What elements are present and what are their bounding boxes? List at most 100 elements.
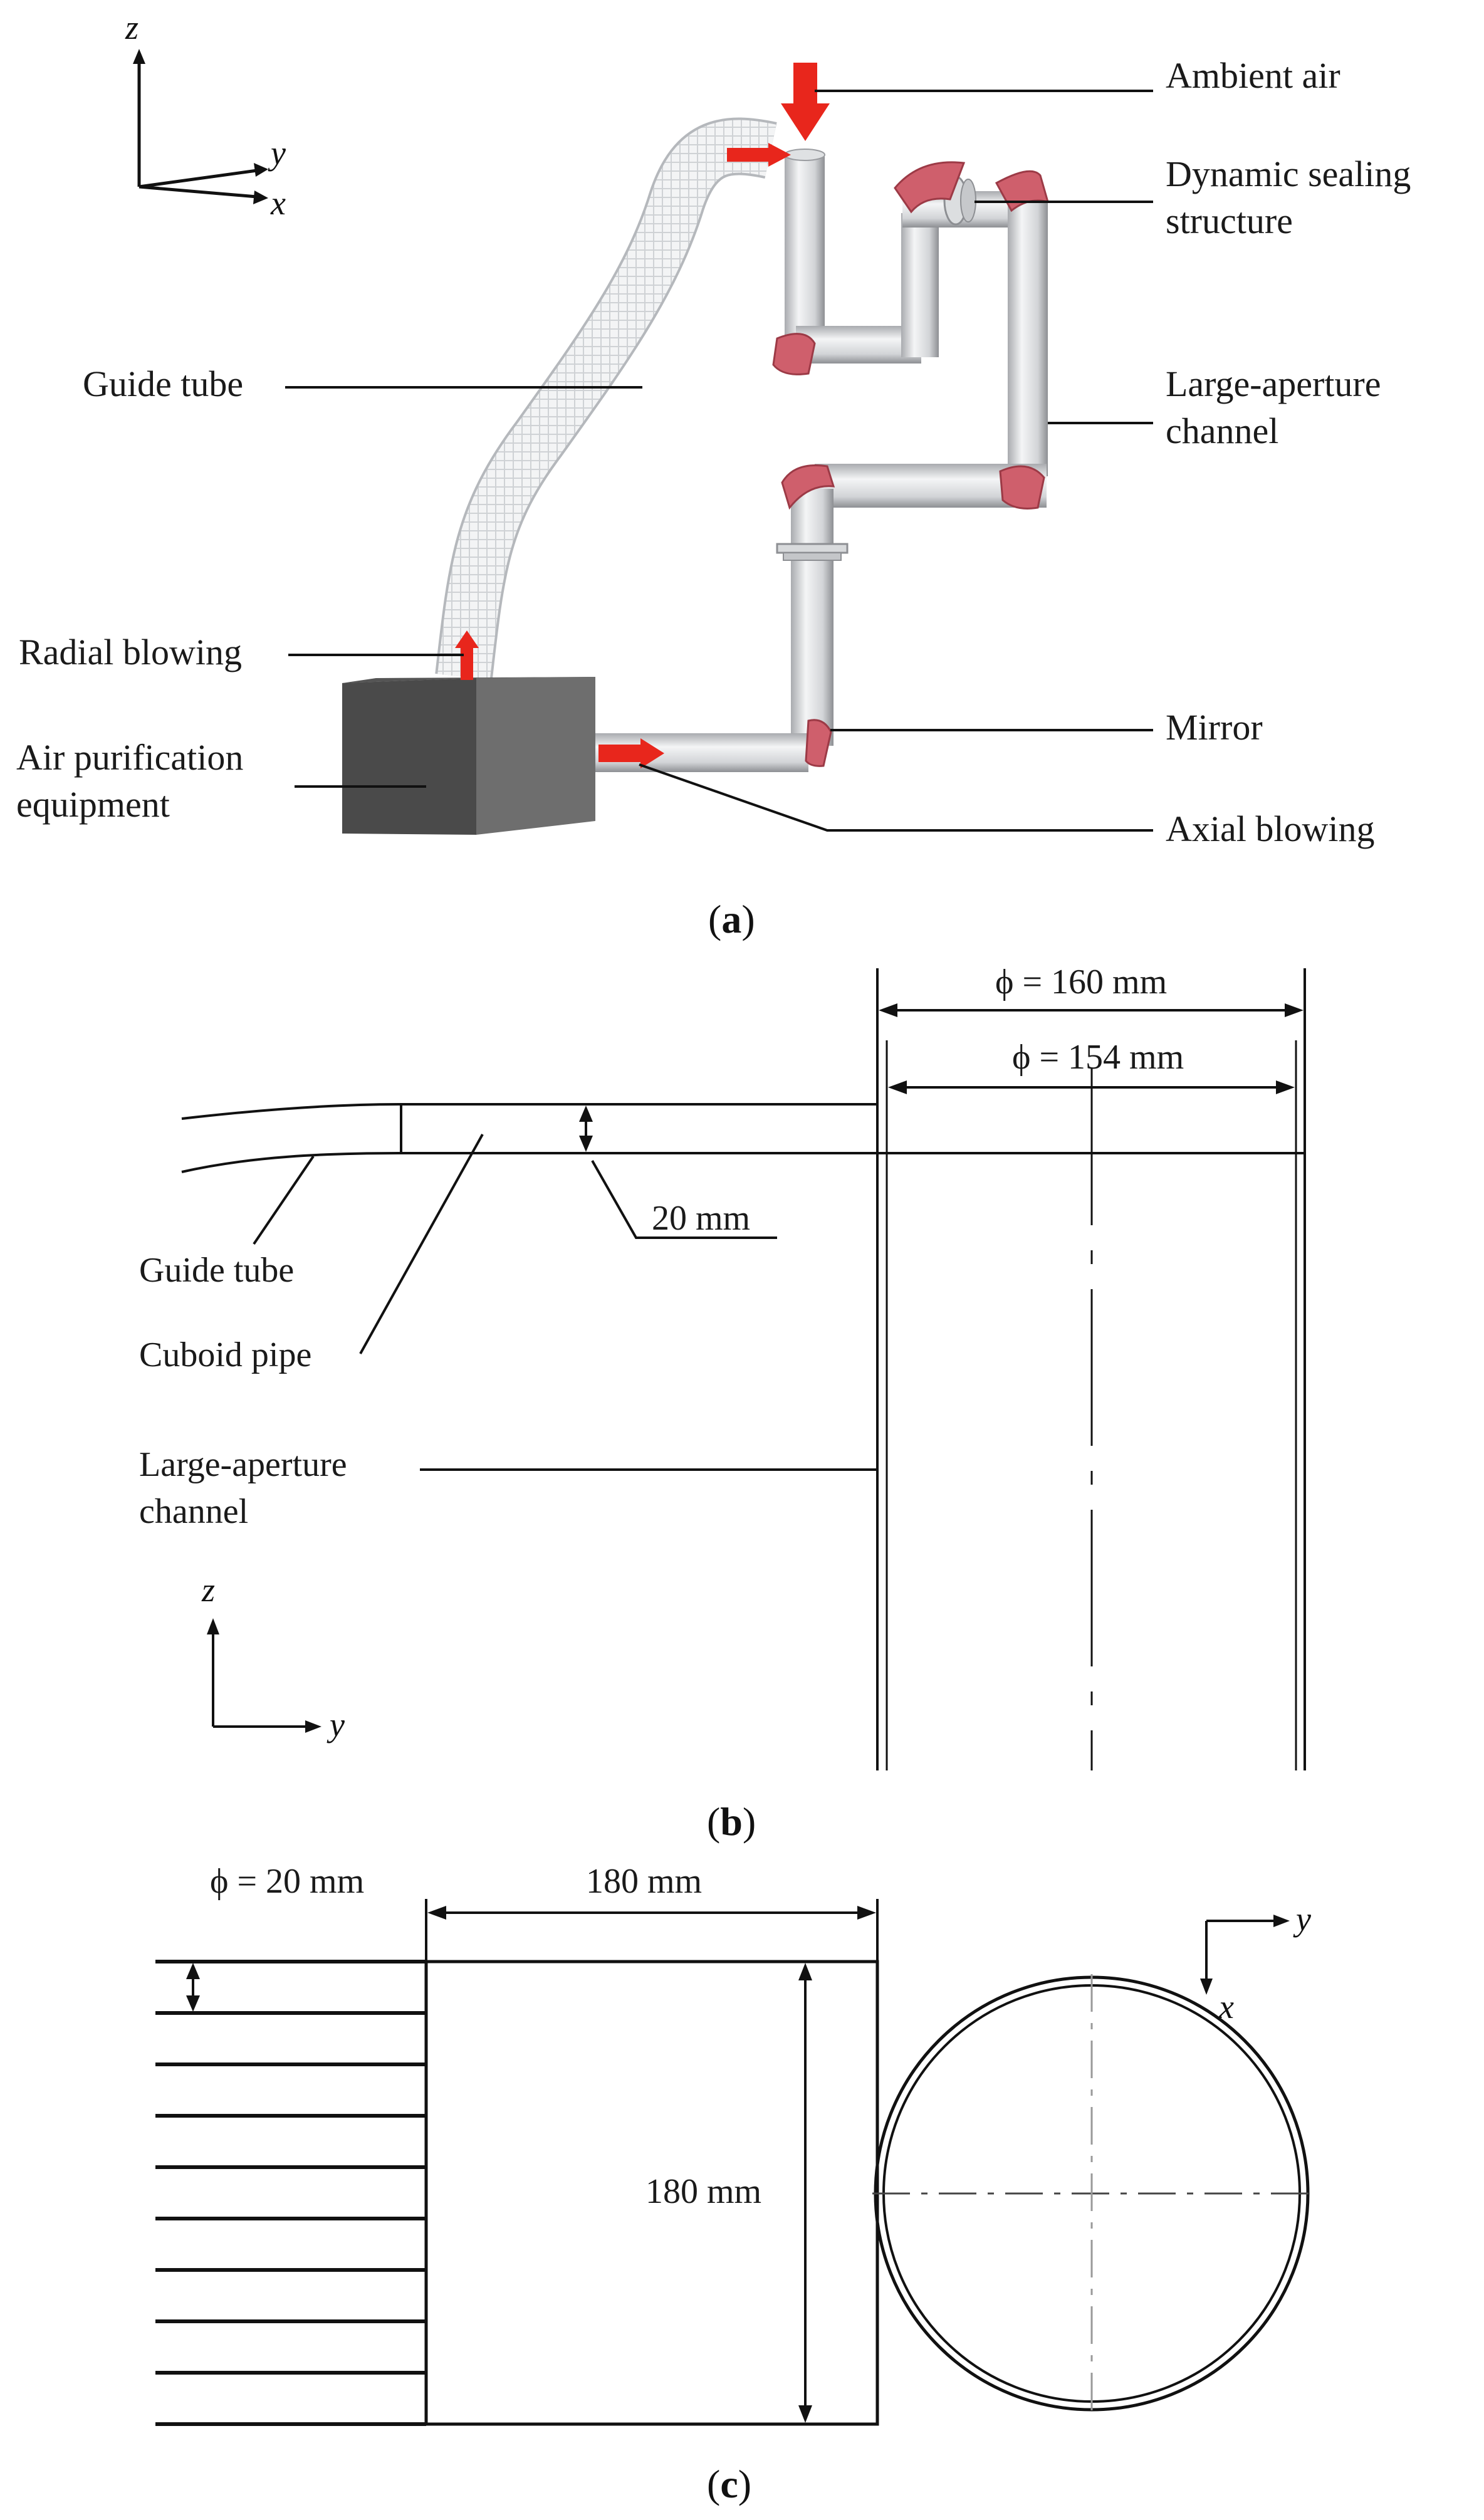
axial-blowing-arrow-shaft (598, 745, 642, 762)
labels-a: Ambient air Dynamic sealing structure Gu… (16, 55, 1411, 849)
dim-width: 180 mm (427, 1862, 876, 1920)
z-axis-arrowhead (133, 49, 145, 64)
leader-lines-b (253, 1134, 877, 1471)
dim-height: 180 mm (645, 1963, 812, 2423)
dim-height-text: 180 mm (645, 2172, 761, 2211)
dim-arrowhead (798, 2405, 812, 2423)
label-radial-blowing: Radial blowing (19, 632, 242, 672)
mirror-elbow (772, 333, 816, 375)
dim-arrowhead (186, 1995, 200, 2012)
air-purification-box (342, 677, 595, 835)
guide-tube-inlet-arrow-shaft (727, 148, 771, 162)
y-axis-label: y (1293, 1900, 1311, 1938)
dim-arrowhead (186, 1963, 200, 1979)
y-axis-arrowhead (1273, 1915, 1290, 1927)
guide-tube-inlet-arrow-head (768, 143, 791, 167)
dim-arrowhead (1285, 1003, 1304, 1017)
leader-cuboid-pipe (359, 1134, 484, 1354)
y-axis-label: y (327, 1706, 345, 1744)
label-large-aperture-b-line1: Large-aperture (139, 1445, 347, 1484)
axes-c: y x (1200, 1900, 1311, 2026)
guide-tube-outline (435, 117, 777, 681)
z-axis-label: z (201, 1571, 215, 1609)
label-air-purification-line2: equipment (16, 784, 170, 825)
guide-tube-mesh (437, 120, 776, 680)
dim-arrowhead (1276, 1080, 1295, 1094)
box-front-face (342, 678, 476, 835)
label-large-aperture-line1: Large-aperture (1166, 363, 1381, 404)
label-large-aperture-line2: channel (1166, 410, 1278, 451)
dynamic-sealing-ring (960, 179, 976, 222)
dim-tube-diameter: ϕ = 20 mm (186, 1862, 364, 2012)
mirror-elbow (781, 464, 835, 510)
y-axis-line (138, 169, 258, 189)
dim-arrowhead (888, 1080, 907, 1094)
label-guide-tube: Guide tube (83, 363, 243, 404)
panel-a: z y x (16, 9, 1411, 941)
dim-inner-diameter: ϕ = 154 mm (888, 1038, 1295, 1094)
z-axis-label: z (125, 9, 138, 46)
label-dynamic-sealing-line2: structure (1166, 201, 1293, 241)
label-dynamic-sealing-line1: Dynamic sealing (1166, 154, 1411, 194)
label-axial-blowing: Axial blowing (1166, 808, 1374, 849)
dim-arrowhead (579, 1106, 593, 1122)
x-axis-label: x (270, 184, 286, 222)
dim-arrowhead (579, 1136, 593, 1152)
dim-outer-diameter-text: ϕ = 160 mm (995, 963, 1167, 1001)
channel-walls-b (876, 968, 1306, 1770)
dim-inner-diameter-text: ϕ = 154 mm (1012, 1038, 1184, 1077)
ambient-air-arrow-shaft (793, 63, 817, 107)
pipe-flange (776, 543, 849, 554)
guide-tube-lines-c (155, 1960, 426, 2426)
leader-20mm (591, 1160, 777, 1239)
label-large-aperture-b-line2: channel (139, 1492, 248, 1531)
radial-blowing-arrow-shaft (461, 646, 473, 680)
y-axis-arrowhead (254, 163, 268, 177)
label-guide-tube-b: Guide tube (139, 1251, 294, 1290)
dim-arrowhead (427, 1906, 446, 1920)
dim-arrowhead (857, 1906, 876, 1920)
pipe-flange (783, 552, 842, 561)
x-axis-arrowhead (253, 191, 268, 204)
ambient-air-arrow-head (781, 103, 830, 141)
dim-arrowhead (879, 1003, 897, 1017)
large-aperture-channel-segment (1008, 201, 1048, 476)
cuboid-pipe-side (181, 1103, 1305, 1173)
box-top-face (342, 677, 595, 683)
mirror-elbow (894, 161, 966, 214)
channel-section-c (872, 1974, 1311, 2413)
panel-c-caption: (c) (707, 2462, 751, 2506)
dim-outer-diameter: ϕ = 160 mm (879, 963, 1304, 1017)
pipe-segment (901, 213, 939, 357)
mirror-elbow (999, 465, 1045, 510)
flow-arrows (455, 63, 830, 768)
panel-b-caption: (b) (707, 1799, 756, 1844)
dim-pipe-height: 20 mm (579, 1106, 777, 1239)
dim-pipe-height-text: 20 mm (652, 1199, 750, 1238)
panel-c: ϕ = 20 mm 180 mm 180 mm (155, 1862, 1311, 2506)
guide-tube-top-curve (181, 1103, 402, 1120)
x-axis-label: x (1218, 1988, 1234, 2026)
axes-a: z y x (125, 9, 286, 222)
guide-tube-bottom-curve (181, 1152, 402, 1173)
axes-b: z y (201, 1571, 345, 1744)
pipe-segment (785, 154, 825, 345)
panel-a-caption: (a) (708, 897, 755, 941)
dim-tube-diameter-text: ϕ = 20 mm (210, 1862, 364, 1901)
y-axis-arrowhead (305, 1720, 321, 1733)
label-ambient-air: Ambient air (1166, 55, 1340, 96)
mirror-elbow (805, 719, 832, 767)
x-axis-arrowhead (1200, 1979, 1213, 1995)
leader-guide-tube-b (253, 1155, 315, 1245)
pipe-system (595, 149, 1050, 772)
axial-blowing-arrow-head (640, 738, 664, 768)
dim-arrowhead (798, 1963, 812, 1980)
radial-blowing-arrow-head (455, 630, 479, 648)
pipe-segment (796, 326, 921, 363)
leader-axial-blowing (639, 763, 1153, 832)
box-side-face (476, 677, 595, 835)
pipe-segment (791, 489, 833, 746)
label-cuboid-pipe: Cuboid pipe (139, 1336, 311, 1374)
z-axis-arrowhead (207, 1618, 219, 1634)
